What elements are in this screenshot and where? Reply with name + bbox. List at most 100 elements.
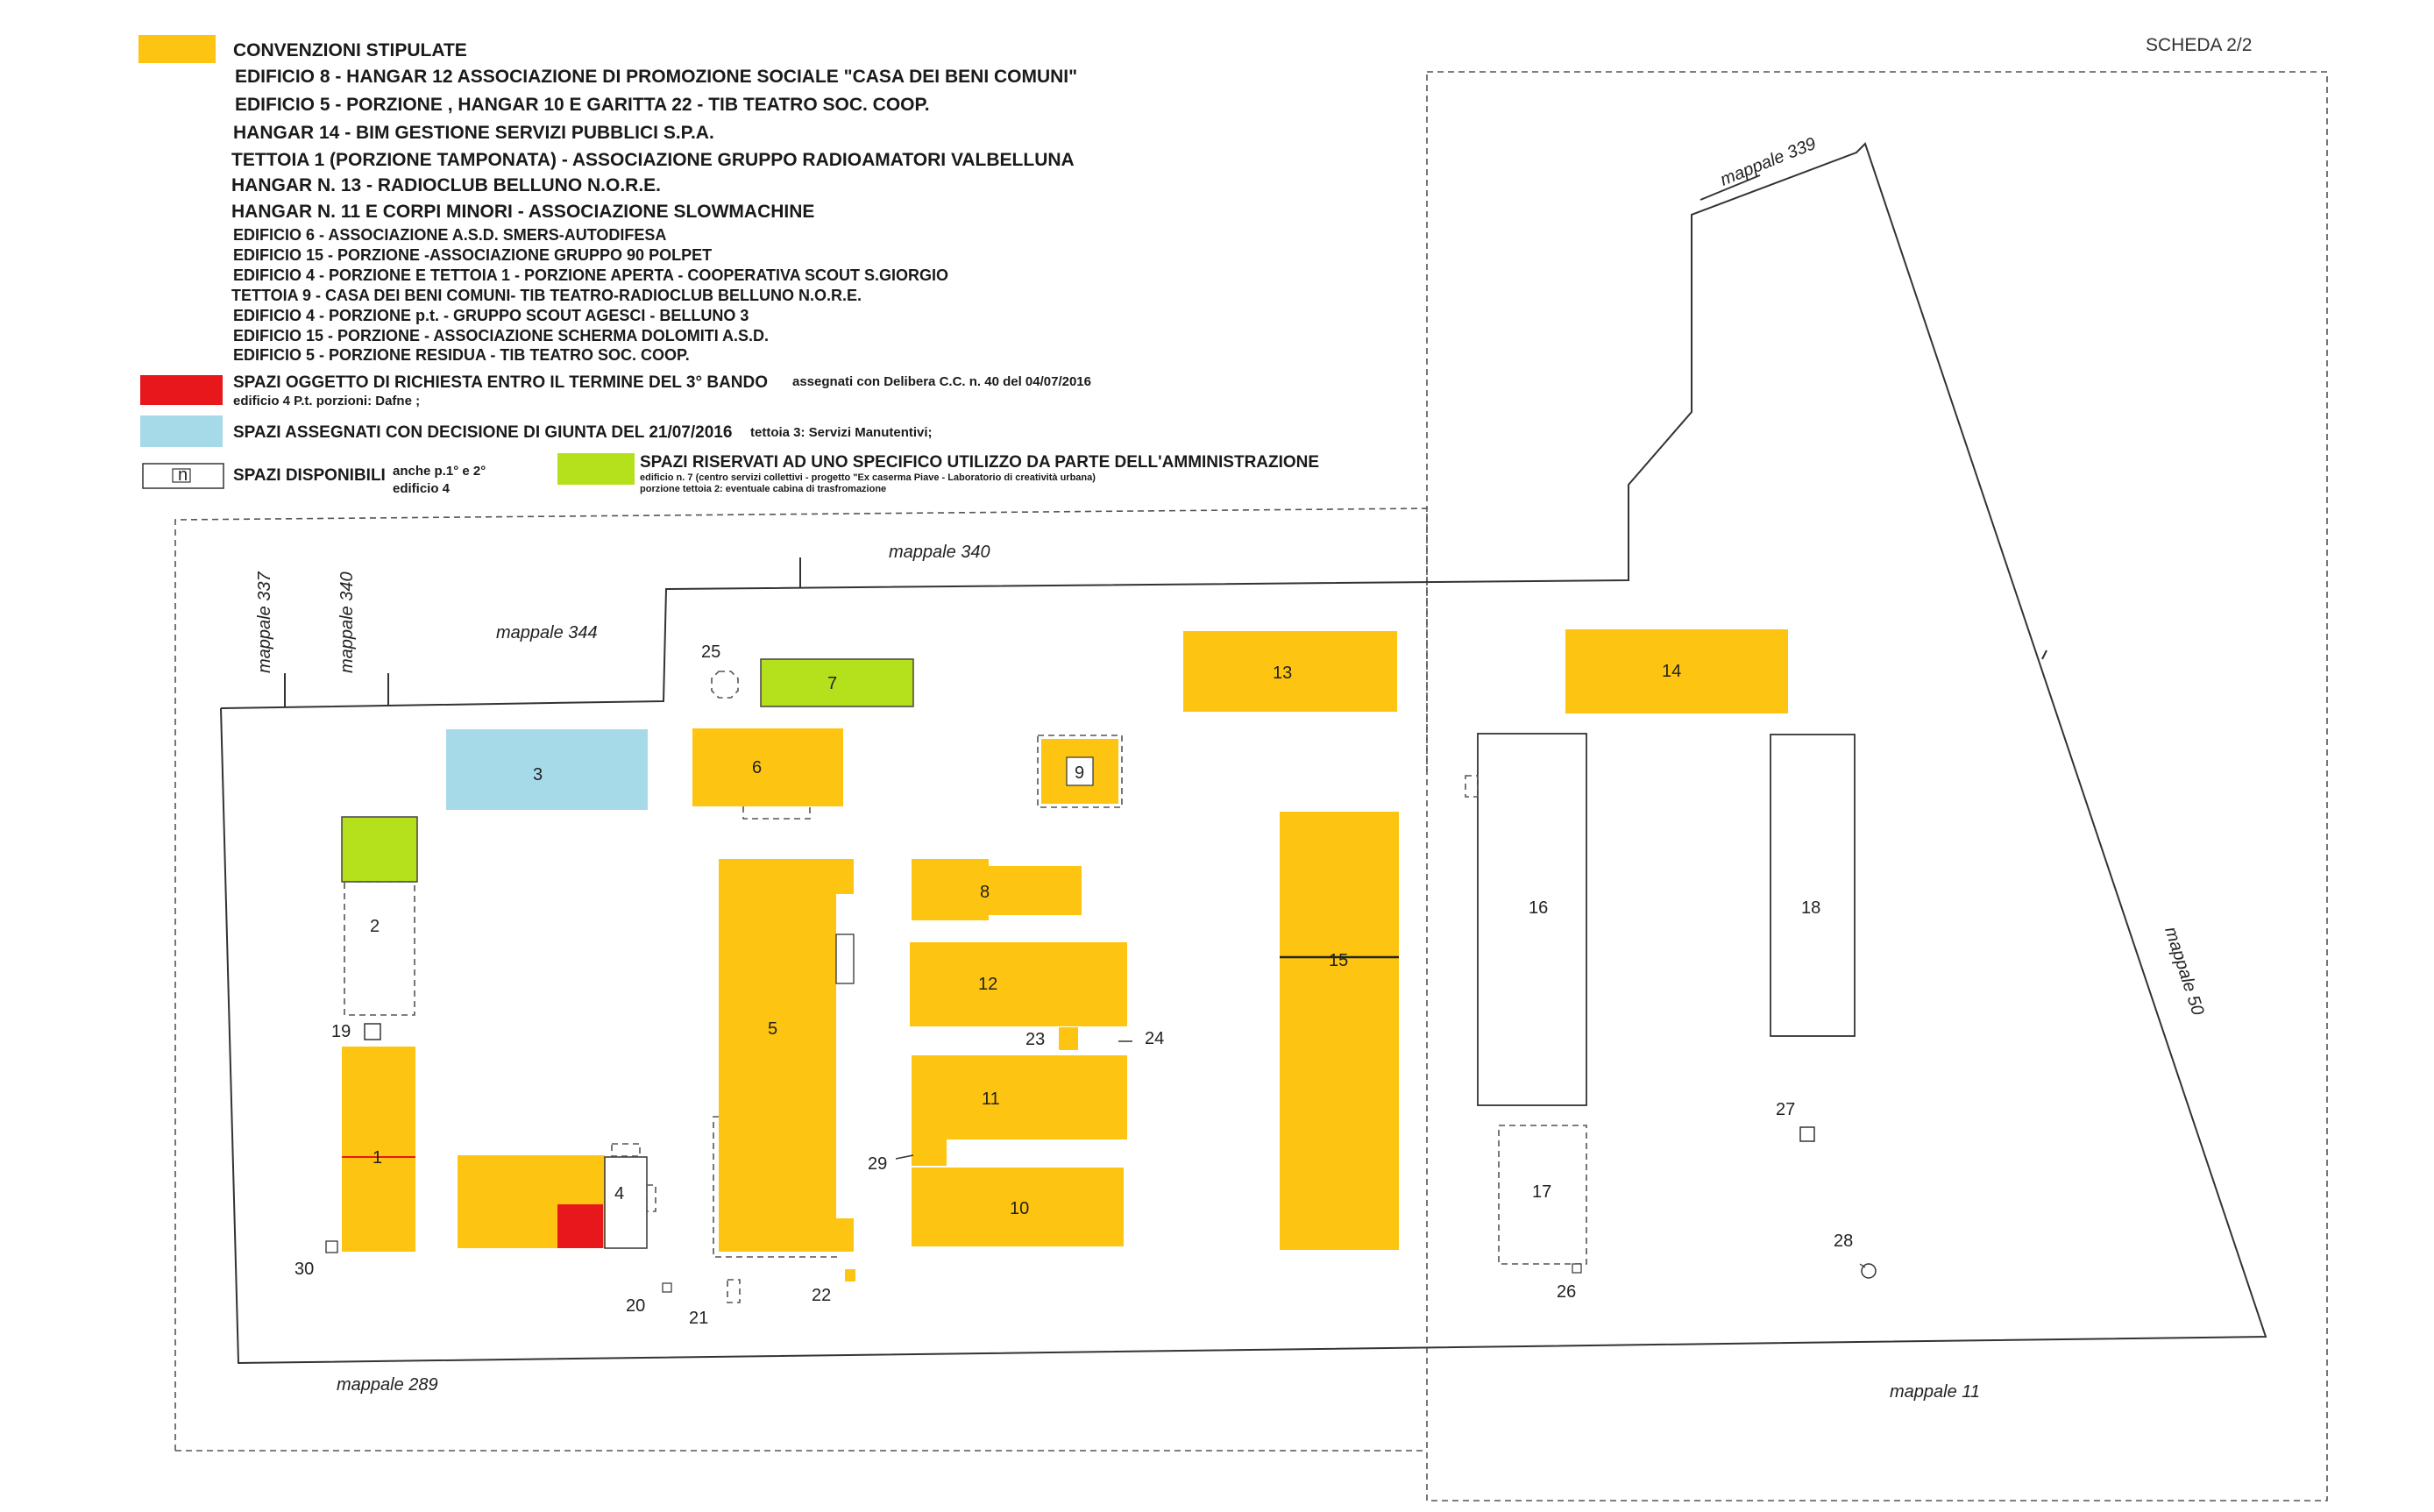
legend-item-small: EDIFICIO 15 - PORZIONE - ASSOCIAZIONE SC… [233,327,769,344]
building-10-label: 10 [1010,1199,1029,1218]
building-23 [1059,1027,1078,1050]
building-19-label: 19 [331,1022,351,1041]
building-12 [910,942,1127,1026]
legend-richiesta-sub: edificio 4 P.t. porzioni: Dafne ; [233,394,420,408]
legend-item-small: EDIFICIO 5 - PORZIONE RESIDUA - TIB TEAT… [233,346,690,364]
building-23-label: 23 [1025,1030,1045,1049]
legend-riservati-note: edificio n. 7 (centro servizi collettivi… [640,472,1096,483]
mappale-50: mappale 50 [2161,925,2207,1018]
legend-swatch-giunta [140,415,223,447]
legend-riservati-note: porzione tettoia 2: eventuale cabina di … [640,484,886,494]
legend-convenzioni-title: CONVENZIONI STIPULATE [233,40,467,60]
building-28-leader [1859,1263,1866,1268]
legend-disponibili-note: anche p.1° e 2° [393,464,486,479]
site-boundary [220,142,2267,1365]
building-21 [727,1279,741,1303]
building-2 [344,881,415,1016]
building-4-annex-top [611,1143,641,1157]
building-18 [1770,734,1856,1037]
legend-swatch-riservati [557,453,635,485]
legend-disponibili-title: SPAZI DISPONIBILI [233,466,386,485]
building-20 [662,1282,672,1293]
legend-item: HANGAR 14 - BIM GESTIONE SERVIZI PUBBLIC… [233,123,714,143]
building-26-label: 26 [1557,1282,1576,1302]
legend-item-small: EDIFICIO 15 - PORZIONE -ASSOCIAZIONE GRU… [233,246,712,264]
building-6-label: 6 [752,758,762,777]
building-3 [446,729,648,810]
building-14 [1565,629,1788,713]
building-2-green [341,816,418,883]
building-20-label: 20 [626,1296,645,1316]
building-5-dashed [713,1116,840,1258]
building-16 [1477,733,1587,1106]
building-6-annex [742,806,811,820]
building-25 [711,671,739,699]
building-5 [719,859,854,1252]
boundary-tick [1700,174,1761,201]
legend-disponibili-symbol: n [178,465,188,485]
building-27-label: 27 [1776,1100,1795,1119]
building-17 [1498,1125,1587,1265]
building-28-label: 28 [1834,1232,1853,1251]
building-4-disponibile [604,1156,648,1249]
building-5-annex [835,933,855,984]
building-11-annex [912,1139,947,1166]
dashed-boundary-left [174,508,1428,1451]
legend-richiesta-note: assegnati con Delibera C.C. n. 40 del 04… [792,374,1091,389]
building-18-label: 18 [1801,898,1820,918]
building-30 [325,1240,338,1253]
building-13 [1183,631,1397,712]
mappale-339: mappale 339 [1718,134,1819,190]
building-24-label: 24 [1145,1029,1164,1048]
building-26 [1572,1263,1582,1274]
legend: CONVENZIONI STIPULATE EDIFICIO 8 - HANGA… [138,35,1319,496]
boundaries [174,71,2328,1501]
building-29-leader [895,1154,914,1160]
building-29-label: 29 [868,1154,887,1174]
building-13-label: 13 [1273,664,1292,683]
building-21-label: 21 [689,1309,708,1328]
building-22 [845,1269,855,1281]
building-25-label: 25 [701,642,720,662]
building-7-label: 7 [827,674,837,693]
building-22-label: 22 [812,1286,831,1305]
legend-giunta-note: tettoia 3: Servizi Manutentivi; [750,425,933,440]
legend-disponibili-symbol-box [172,468,191,483]
building-8 [912,859,1082,920]
legend-item-small: EDIFICIO 6 - ASSOCIAZIONE A.S.D. SMERS-A… [233,226,666,244]
buildings: 3 7 25 6 9 13 14 2 19 1 3 [294,629,1877,1328]
building-15 [1280,812,1399,1250]
mappale-337: mappale 337 [255,571,274,673]
legend-item: EDIFICIO 5 - PORZIONE , HANGAR 10 E GARI… [235,95,930,115]
mappale-289: mappale 289 [337,1375,438,1395]
legend-item: HANGAR N. 13 - RADIOCLUB BELLUNO N.O.R.E… [231,175,661,195]
building-27 [1799,1126,1815,1142]
legend-item: HANGAR N. 11 E CORPI MINORI - ASSOCIAZIO… [231,202,814,222]
building-4-label: 4 [614,1184,624,1203]
building-17-label: 17 [1532,1182,1551,1202]
building-30-label: 30 [294,1260,314,1279]
building-4-richiesta [557,1204,603,1248]
sheet-label: SCHEDA 2/2 [2146,35,2252,55]
legend-riservati-title: SPAZI RISERVATI AD UNO SPECIFICO UTILIZZ… [640,453,1319,472]
building-15-label: 15 [1329,951,1348,970]
building-11 [912,1055,1127,1139]
building-8-label: 8 [980,883,990,902]
mappale-11: mappale 11 [1890,1382,1980,1402]
legend-disponibili-note: edificio 4 [393,481,451,496]
building-9-outline [1037,735,1123,808]
legend-swatch-convenzioni [138,35,216,63]
legend-item-small: TETTOIA 9 - CASA DEI BENI COMUNI- TIB TE… [231,287,862,304]
building-5-label: 5 [768,1019,777,1039]
legend-item: TETTOIA 1 (PORZIONE TAMPONATA) - ASSOCIA… [231,150,1075,170]
dashed-boundary-right [1426,71,2328,1501]
mappale-344: mappale 344 [496,623,598,642]
building-14-label: 14 [1662,662,1681,681]
boundary-tick [2041,650,2047,660]
building-1 [342,1047,415,1252]
mappale-340-left: mappale 340 [337,571,357,673]
building-1-label: 1 [373,1148,382,1168]
building-7 [760,658,914,707]
